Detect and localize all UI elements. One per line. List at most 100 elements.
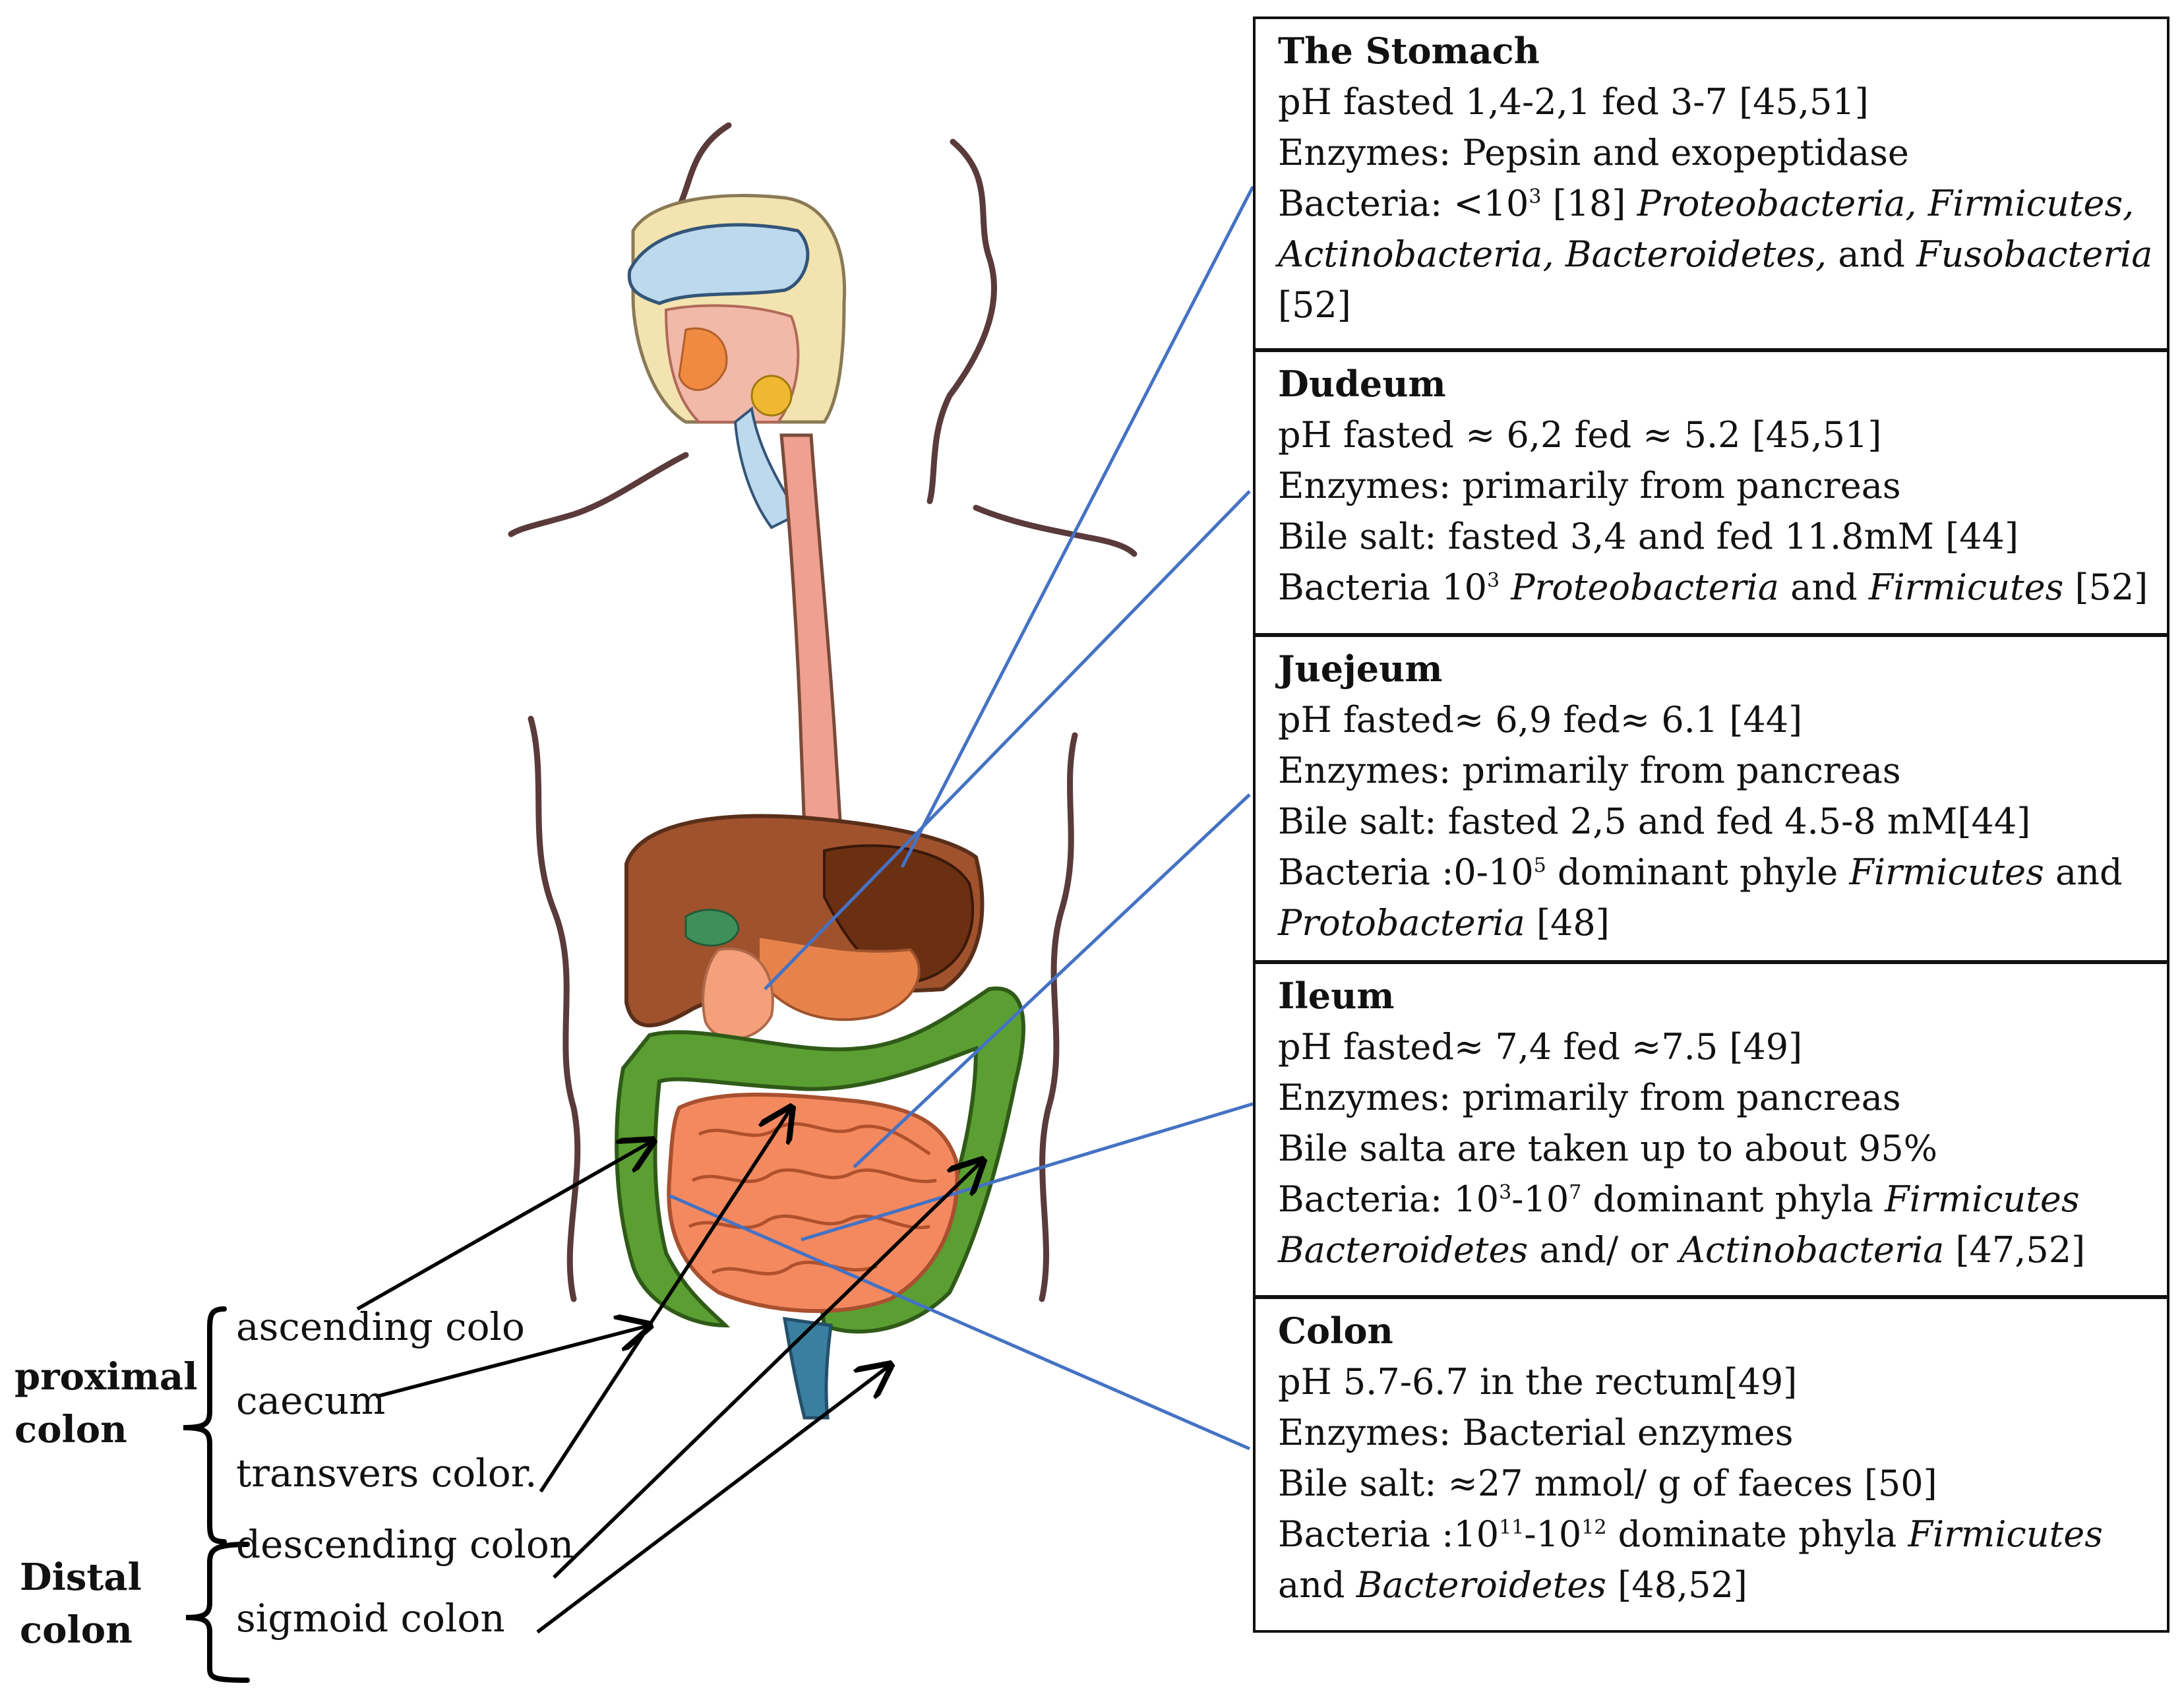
connector-lines [669,185,1255,1451]
text-segment: [48] [1525,902,1610,944]
label-descending-colon: descending colon [236,1522,574,1567]
body-outline [508,122,1138,1302]
text-segment: and/ or [1528,1229,1680,1271]
info-line: Enzymes: primarily from pancreas [1278,1072,2144,1123]
info-line: pH fasted 1,4-2,1 fed 3-7 [45,51] [1278,76,2144,127]
colon-info-box: Colon pH 5.7-6.7 in the rectum[49] Enzyme… [1253,1296,2169,1633]
label-transverse-colon: transvers color. [236,1451,537,1496]
duodenum-lines: pH fasted ≈ 6,2 fed ≈ 5.2 [45,51] Enzymes… [1278,409,2148,613]
info-line: Protobacteria [48] [1278,897,2144,948]
text-segment: Proteobacteria, Firmicutes, [1637,183,2135,224]
text-segment: pH 5.7-6.7 in the rectum[49] [1278,1361,1798,1403]
text-segment: Protobacteria [1278,902,1525,944]
text-segment: Enzymes: Bacterial enzymes [1278,1412,1794,1453]
text-segment: [18] [1541,183,1637,224]
duodenum-info-box: Dudeum pH fasted ≈ 6,2 fed ≈ 5.2 [45,51]… [1253,349,2169,636]
label-arrows [356,1108,983,1634]
text-segment: Firmicutes [1885,1178,2080,1220]
text-segment: Firmicutes [1908,1513,2103,1555]
jejunum-info-box: Juejeum pH fasted≈ 6,9 fed≈ 6.1 [44] Enzy… [1253,634,2169,963]
rectum [782,1317,833,1420]
text-segment: and [2044,851,2123,893]
text-segment: Bile salta are taken up to about 95% [1278,1128,1938,1169]
text-segment: Bile salt: fasted 3,4 and fed 11.8mM [44… [1278,516,2019,557]
text-segment: [52] [2063,566,2148,608]
info-line: Enzymes: Bacterial enzymes [1278,1407,2144,1458]
info-line: Enzymes: primarily from pancreas [1278,460,2144,511]
text-segment: Bacteria: <10 [1278,183,1529,224]
esophagus [779,433,843,833]
label-caecum: caecum [236,1378,386,1423]
info-line: Bile salt: fasted 2,5 and fed 4.5-8 mM[4… [1278,796,2144,847]
small-intestine [667,1093,959,1314]
text-segment: pH fasted≈ 7,4 fed ≈7.5 [49] [1278,1026,1803,1068]
brace-distal [185,1542,250,1683]
label-sigmoid-colon: sigmoid colon [236,1596,505,1641]
text-segment: [48,52] [1606,1564,1747,1606]
text-segment: Bile salt: fasted 2,5 and fed 4.5-8 mM[4… [1278,801,2031,842]
superscript: 3 [1486,569,1500,592]
info-line: Bacteria 103 Proteobacteria and Firmicut… [1278,562,2148,613]
text-segment: and [1278,1564,1356,1606]
text-segment: pH fasted 1,4-2,1 fed 3-7 [45,51] [1278,81,1869,123]
text-segment: Actinobacteria [1679,1229,1945,1271]
text-segment: -10 [1524,1513,1582,1555]
text-segment: pH fasted ≈ 6,2 fed ≈ 5.2 [45,51] [1278,414,1882,456]
info-line: Actinobacteria, Bacteroidetes, and Fusob… [1278,229,2153,280]
info-line: pH fasted ≈ 6,2 fed ≈ 5.2 [45,51] [1278,409,2144,460]
brace-proximal [183,1306,227,1544]
text-segment: Enzymes: primarily from pancreas [1278,465,1901,506]
text-segment: Fusobacteria [1916,233,2153,275]
head-illustration [627,194,847,530]
info-line: Bacteria: 103-107 dominant phyla Firmicu… [1278,1174,2144,1225]
info-line: pH fasted≈ 7,4 fed ≈7.5 [49] [1278,1021,2144,1072]
ileum-title: Ileum [1278,975,1395,1017]
label-ascending-colon: ascending colo [236,1304,525,1349]
text-segment: Bacteroidetes [1356,1564,1606,1606]
text-segment: and [1827,233,1917,275]
jejunum-title: Juejeum [1278,648,1443,690]
text-segment: Bacteria 10 [1278,566,1487,608]
label-proximal-colon: proximal colon [15,1355,198,1451]
text-segment [1500,566,1511,608]
info-line: Enzymes: Pepsin and exopeptidase [1278,127,2144,178]
colon-title: Colon [1278,1310,1393,1352]
text-segment: dominate phyla [1606,1513,1908,1555]
text-segment: Bacteroidetes [1278,1229,1529,1271]
duodenum-title: Dudeum [1278,363,1446,405]
text-segment: Firmicutes [1849,851,2044,893]
info-line: Bacteroidetes and/ or Actinobacteria [47… [1278,1225,2144,1275]
text-segment: pH fasted≈ 6,9 fed≈ 6.1 [44] [1278,699,1803,741]
colon-lines: pH 5.7-6.7 in the rectum[49] Enzymes: Bac… [1278,1356,2144,1610]
text-segment: Bacteria :0-10 [1278,851,1534,893]
info-line: pH 5.7-6.7 in the rectum[49] [1278,1356,2144,1407]
text-segment: Bacteria: 10 [1278,1178,1500,1220]
info-line: pH fasted≈ 6,9 fed≈ 6.1 [44] [1278,694,2144,745]
text-segment: Bacteria :10 [1278,1513,1500,1555]
jejunum-lines: pH fasted≈ 6,9 fed≈ 6.1 [44] Enzymes: pri… [1278,694,2144,948]
text-segment: Firmicutes [1868,566,2064,608]
info-line: [52] [1278,280,2144,330]
ileum-info-box: Ileum pH fasted≈ 7,4 fed ≈7.5 [49] Enzyme… [1253,961,2169,1298]
text-segment: -10 [1511,1178,1569,1220]
superscript: 3 [1529,185,1542,208]
info-line: Bile salt: ≈27 mmol/ g of faeces [50] [1278,1458,2144,1509]
text-segment: Enzymes: primarily from pancreas [1278,1077,1901,1118]
liver-stomach [624,814,985,1041]
text-segment: dominant phyle [1546,851,1850,893]
text-segment: [52] [1278,284,1351,326]
info-line: Bacteria: <103 [18] Proteobacteria, Firm… [1278,178,2144,229]
text-segment: Bile salt: ≈27 mmol/ g of faeces [50] [1278,1463,1937,1504]
superscript: 12 [1581,1516,1607,1539]
text-segment: Enzymes: Pepsin and exopeptidase [1278,132,1909,173]
info-line: Bacteria :0-105 dominant phyle Firmicute… [1278,847,2144,897]
info-line: and Bacteroidetes [48,52] [1278,1560,2144,1610]
text-segment: Enzymes: primarily from pancreas [1278,750,1901,791]
label-distal-colon: Distal colon [20,1556,142,1652]
text-segment: and [1778,566,1869,608]
text-segment: dominant phyla [1581,1178,1885,1220]
info-line: Bile salt: fasted 3,4 and fed 11.8mM [44… [1278,511,2144,562]
stomach-info-box: The Stomach pH fasted 1,4-2,1 fed 3-7 [4… [1253,16,2169,351]
info-line: Bile salta are taken up to about 95% [1278,1123,2144,1174]
